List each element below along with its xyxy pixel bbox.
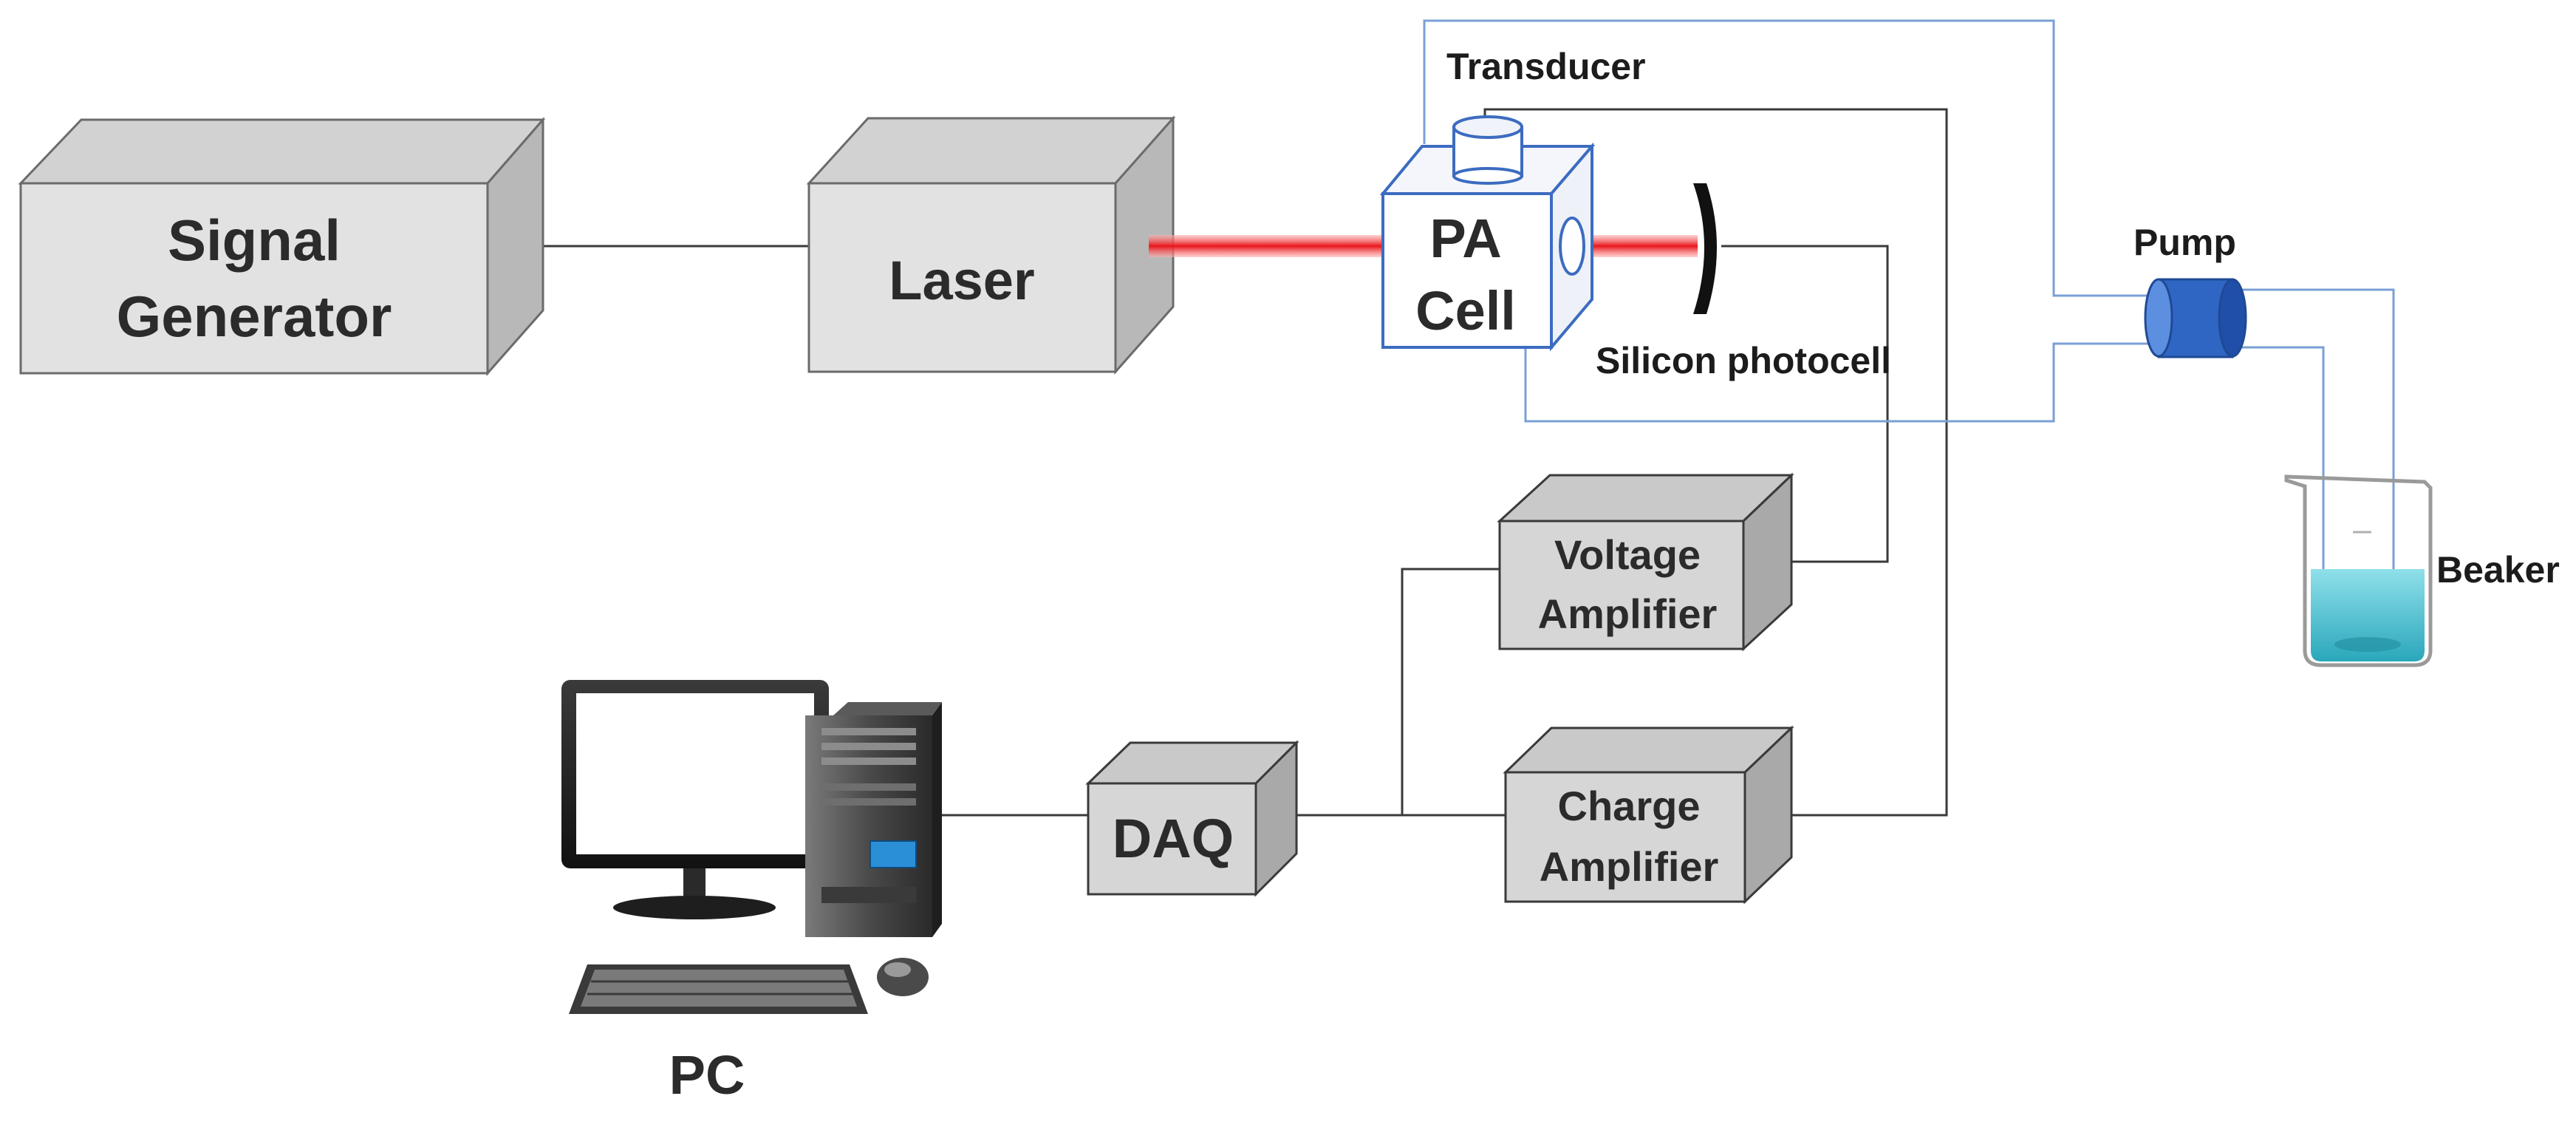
pump-label: Pump (2133, 222, 2236, 263)
wire-transducer-to-charge-amp (1483, 108, 1948, 817)
daq-label: DAQ (1113, 808, 1234, 869)
fluid-pipes (1423, 19, 2395, 636)
beaker: Beaker (2284, 474, 2560, 667)
beaker-label: Beaker (2436, 549, 2560, 590)
wire-daq-to-voltage-amp (1401, 568, 1500, 815)
voltage-amplifier-label-line1: Voltage (1554, 531, 1701, 578)
beaker-glass (2284, 474, 2433, 667)
laser-label: Laser (889, 250, 1034, 311)
pc: PC (561, 680, 942, 1106)
pipe-pump-to-beaker-b (2231, 346, 2325, 636)
beaker-liquid (2311, 569, 2425, 661)
voltage-amplifier-label-line2: Amplifier (1538, 590, 1718, 637)
laser-beam-segment-1 (1149, 235, 1385, 257)
signal-generator-label-line2: Generator (117, 284, 392, 349)
tower-icon (805, 702, 942, 937)
voltage-amplifier: Voltage Amplifier (1497, 472, 1794, 652)
daq: DAQ (1085, 740, 1299, 897)
wire-photocell-to-voltage-amp (1721, 245, 1889, 563)
pa-cell-label-line2: Cell (1415, 280, 1516, 341)
charge-amplifier-label-line2: Amplifier (1540, 843, 1719, 890)
pc-label: PC (669, 1044, 745, 1106)
silicon-photocell: Silicon photocell (1596, 183, 1891, 381)
pa-cell-label-line1: PA (1429, 208, 1501, 269)
pa-cell-window (1559, 217, 1585, 276)
laser-beam (1149, 235, 1698, 257)
photocell-plate (1693, 183, 1717, 314)
charge-amplifier: Charge Amplifier (1503, 725, 1794, 905)
charge-amplifier-label-line1: Charge (1558, 783, 1701, 829)
pump: Pump (2133, 222, 2247, 358)
transducer-label: Transducer (1446, 46, 1646, 87)
signal-wires (528, 108, 1948, 817)
monitor-icon (561, 680, 829, 919)
mouse-icon (877, 958, 929, 996)
signal-generator-label-line1: Signal (168, 208, 341, 273)
transducer: Transducer (1446, 46, 1646, 185)
pipe-cell-top-to-pump (1423, 19, 2150, 297)
keyboard-icon (569, 964, 868, 1014)
pipe-cell-bottom-to-pump (1524, 342, 2150, 423)
signal-generator: Signal Generator (18, 116, 546, 376)
laser: Laser (806, 115, 1176, 375)
silicon-photocell-label: Silicon photocell (1596, 340, 1891, 381)
pipe-pump-to-beaker-a (2231, 288, 2395, 636)
